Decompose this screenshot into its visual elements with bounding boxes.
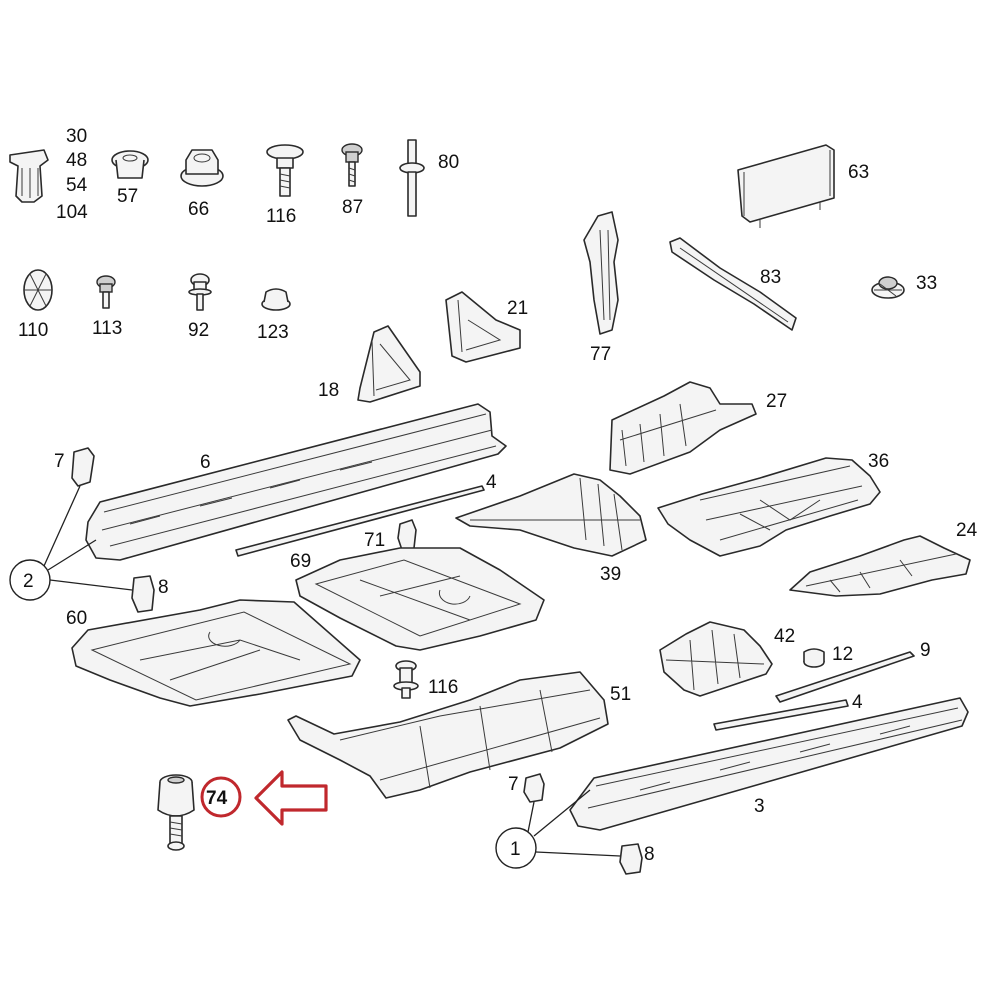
label-18: 18 xyxy=(318,380,339,401)
label-113: 113 xyxy=(92,318,122,339)
floor-36 xyxy=(657,457,881,557)
highlight-circle-74 xyxy=(200,776,242,818)
label-123: 123 xyxy=(257,322,289,343)
screw-87 xyxy=(341,143,363,187)
tunnel-51 xyxy=(287,671,609,799)
part-39 xyxy=(455,473,647,557)
clip-30-48-54-104 xyxy=(9,149,49,203)
label-60: 60 xyxy=(66,608,87,629)
label-6: 6 xyxy=(200,452,211,473)
label-57: 57 xyxy=(117,186,138,207)
label-87: 87 xyxy=(342,197,363,218)
label-116-top: 116 xyxy=(266,206,296,227)
label-77: 77 xyxy=(590,344,611,365)
flange-nut-66 xyxy=(180,149,224,187)
sill-3 xyxy=(569,697,969,831)
clip-33 xyxy=(871,276,905,299)
part-42 xyxy=(659,621,773,697)
label-1: 1 xyxy=(510,839,521,860)
label-3: 3 xyxy=(754,796,765,817)
label-54: 54 xyxy=(66,175,88,196)
label-63: 63 xyxy=(848,162,869,183)
strip-9 xyxy=(775,651,915,703)
pan-60 xyxy=(71,599,361,707)
label-21: 21 xyxy=(507,298,528,319)
nut-8-left xyxy=(131,575,155,613)
rivet-80 xyxy=(399,139,425,217)
callout-1-leaders xyxy=(527,789,621,857)
pan-69 xyxy=(295,547,545,651)
bracket-7-left xyxy=(71,447,95,487)
callout-1-circle xyxy=(495,827,537,869)
screw-113 xyxy=(96,275,116,309)
strip-4-upper xyxy=(235,485,485,557)
bolt-116-mid xyxy=(393,660,419,699)
callout-2-leaders xyxy=(43,485,133,591)
label-30: 30 xyxy=(66,126,87,147)
nut-57 xyxy=(111,150,149,179)
label-71: 71 xyxy=(364,530,385,551)
label-33: 33 xyxy=(916,273,937,294)
bracket-21 xyxy=(445,291,521,363)
label-42: 42 xyxy=(774,626,795,647)
label-51: 51 xyxy=(610,684,631,705)
grommet-123 xyxy=(261,288,291,311)
label-66: 66 xyxy=(188,199,209,220)
label-80: 80 xyxy=(438,152,459,173)
strap-77 xyxy=(583,211,619,335)
label-4-lower: 4 xyxy=(852,692,863,713)
label-8-left: 8 xyxy=(158,577,169,598)
bar-83 xyxy=(669,237,797,331)
panel-63 xyxy=(737,144,835,228)
nut-8-lower xyxy=(619,843,643,875)
label-92: 92 xyxy=(188,320,209,341)
part-27 xyxy=(609,381,757,475)
label-110: 110 xyxy=(18,320,48,341)
strip-4-lower xyxy=(713,699,849,731)
label-39: 39 xyxy=(600,564,621,585)
mount-74 xyxy=(157,774,195,851)
label-2: 2 xyxy=(23,571,34,592)
label-7-lower: 7 xyxy=(508,774,519,795)
bolt-116-top xyxy=(266,144,304,197)
part-24 xyxy=(789,535,971,597)
sill-6 xyxy=(85,403,507,561)
label-7-left: 7 xyxy=(54,451,65,472)
label-9: 9 xyxy=(920,640,931,661)
label-104: 104 xyxy=(56,202,88,223)
label-4-upper: 4 xyxy=(486,472,497,493)
label-27: 27 xyxy=(766,391,787,412)
label-8-lower: 8 xyxy=(644,844,655,865)
label-116-mid: 116 xyxy=(428,677,458,698)
bracket-18 xyxy=(357,325,421,403)
clip-71 xyxy=(397,519,417,551)
highlight-arrow xyxy=(254,770,328,826)
label-24: 24 xyxy=(956,520,978,541)
label-48: 48 xyxy=(66,150,87,171)
bracket-7-lower xyxy=(523,773,545,803)
label-83: 83 xyxy=(760,267,781,288)
label-69: 69 xyxy=(290,551,311,572)
screw-92 xyxy=(188,273,212,311)
clip-110 xyxy=(23,269,53,311)
label-74: 74 xyxy=(206,788,228,809)
label-12: 12 xyxy=(832,644,853,665)
label-36: 36 xyxy=(868,451,889,472)
grommet-12 xyxy=(803,648,825,668)
